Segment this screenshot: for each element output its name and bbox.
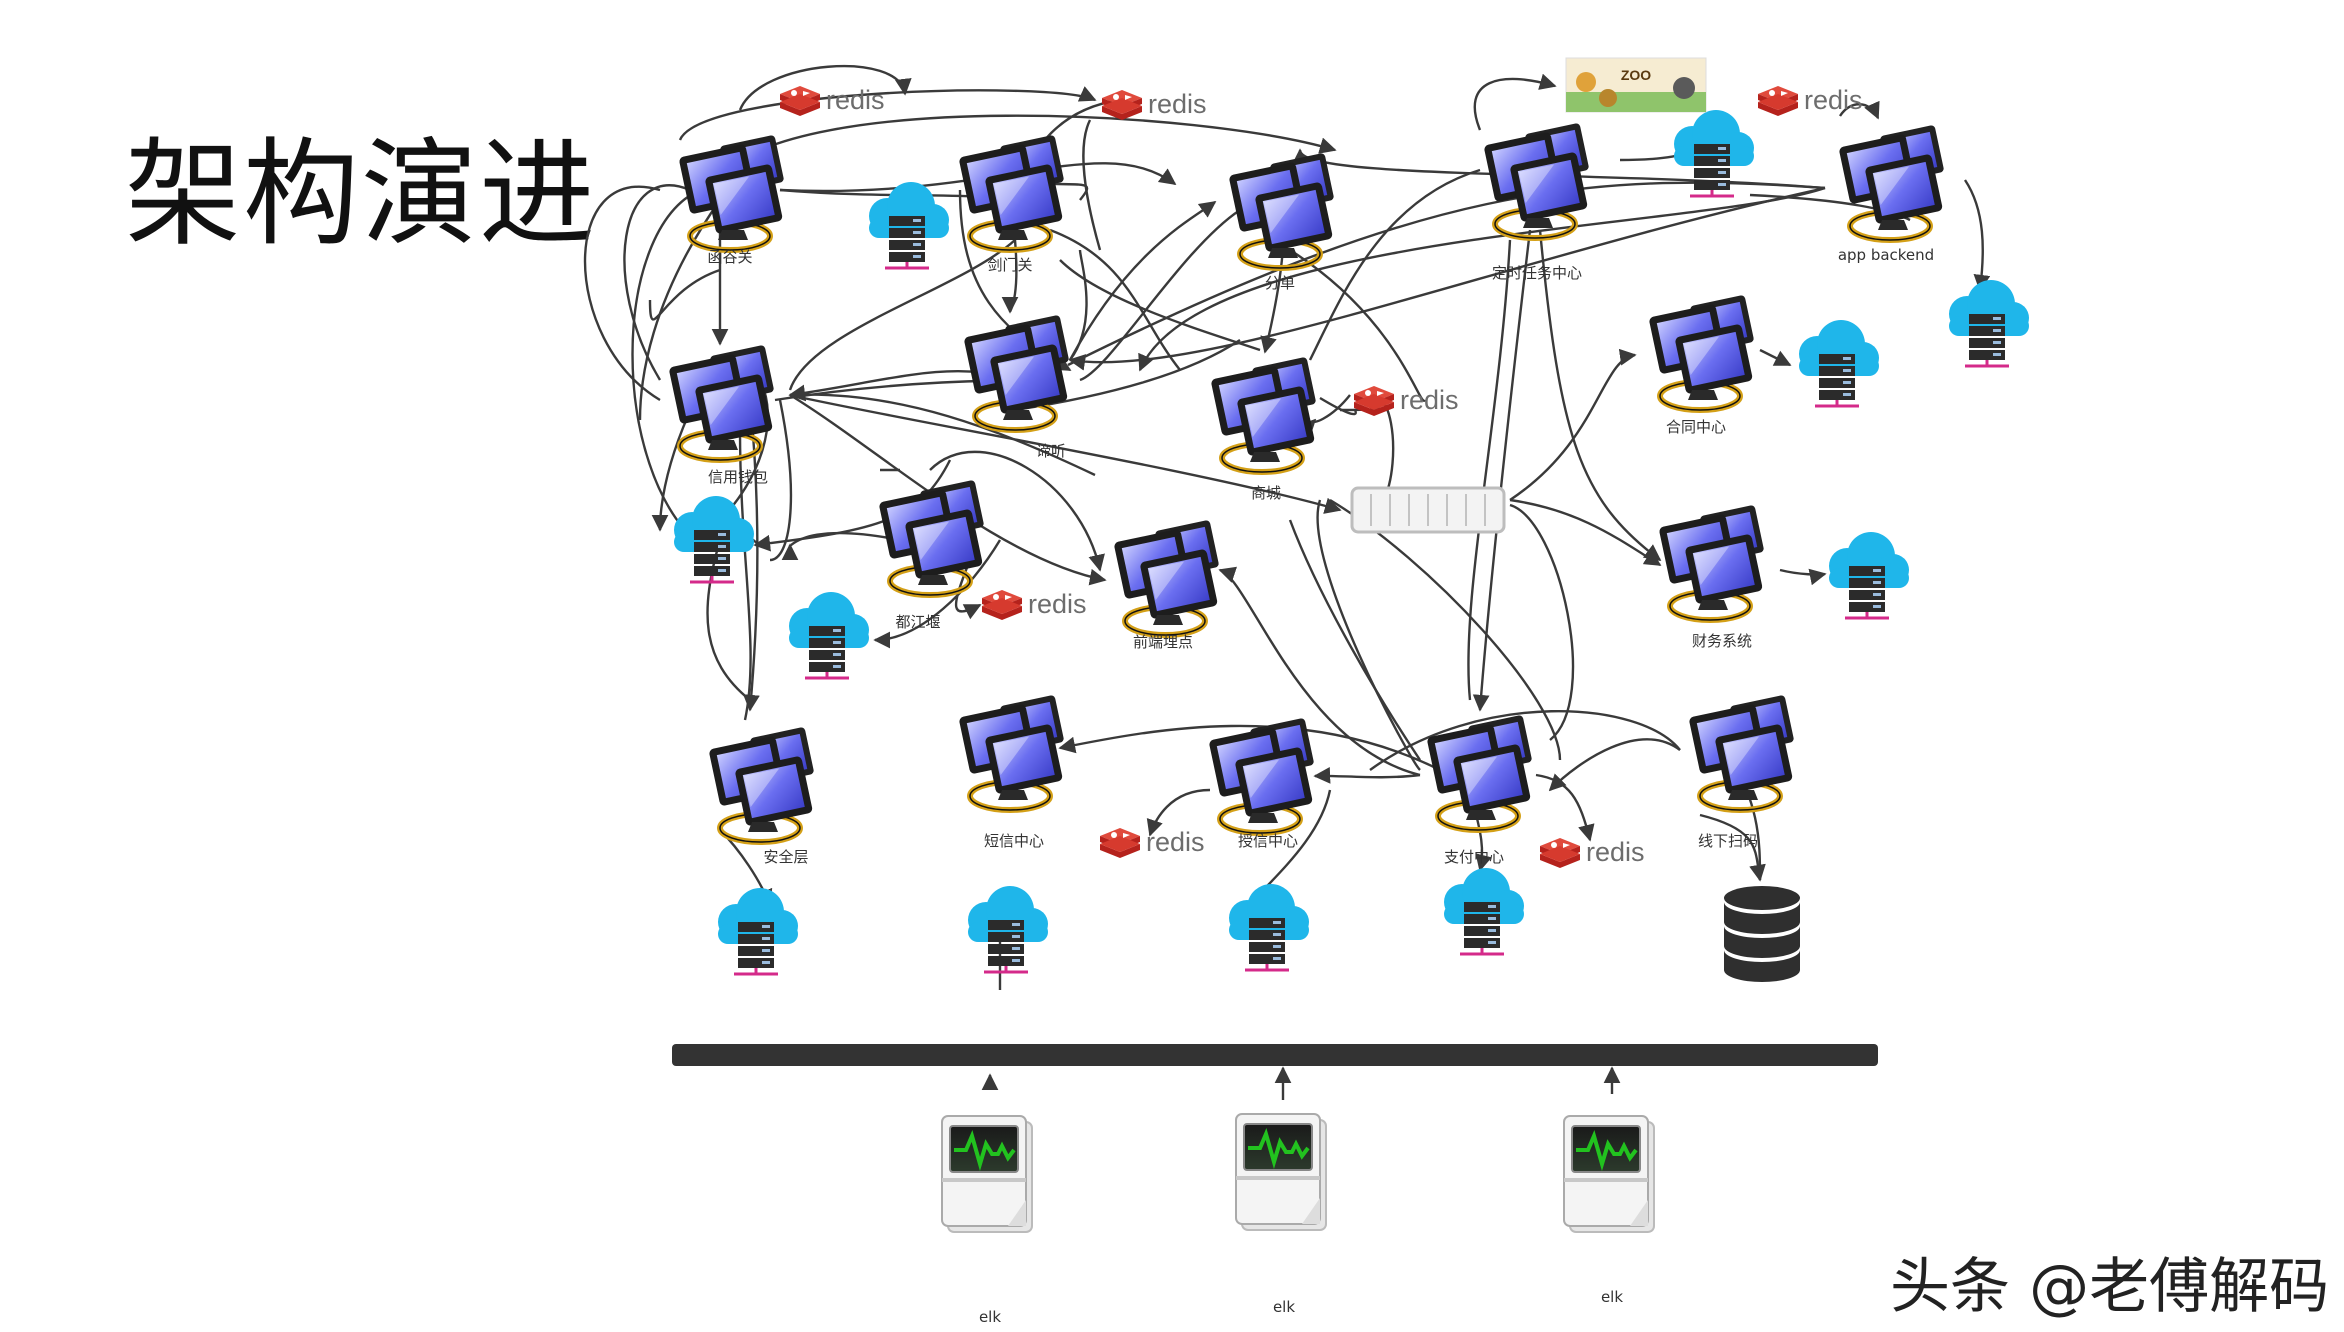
svg-text:安全层: 安全层 [763, 848, 808, 866]
node-fendan: 分单 [1229, 153, 1335, 292]
cloud-db-icon [716, 886, 800, 976]
zookeeper-logo: ZOO [1565, 57, 1707, 113]
svg-text:信用钱包: 信用钱包 [708, 468, 768, 486]
svg-text:剑门关: 剑门关 [987, 256, 1032, 274]
svg-text:redis: redis [1804, 85, 1863, 115]
svg-text:app backend: app backend [1838, 246, 1934, 264]
redis-icon: redis [1758, 85, 1863, 116]
svg-text:函谷关: 函谷关 [707, 248, 752, 266]
node-shangcheng: 商城 [1211, 357, 1317, 502]
cloud-db-icon [966, 884, 1050, 974]
svg-text:elk: elk [1273, 1298, 1295, 1316]
node-xianxia: 线下扫码 [1689, 695, 1795, 850]
cloud-db-icon [1227, 882, 1311, 972]
redis-instances: redis redis redis redis redis redis redi… [780, 85, 1863, 868]
cloud-db-icon [787, 590, 871, 680]
svg-text:redis: redis [1400, 385, 1459, 415]
node-jianmenguan: 剑门关 [959, 135, 1065, 274]
node-hanguguan: 函谷关 [679, 135, 785, 266]
redis-icon: redis [1354, 385, 1459, 416]
message-queue [1350, 486, 1506, 534]
database-icon [1724, 886, 1800, 982]
svg-text:elk: elk [979, 1308, 1001, 1326]
cloud-db-icon [1442, 866, 1526, 956]
elk-node: elk [940, 1114, 1034, 1326]
node-app-backend: app backend [1838, 125, 1945, 264]
elk-nodes: elk elk elk [940, 1112, 1656, 1326]
svg-text:线下扫码: 线下扫码 [1698, 832, 1758, 850]
log-bus-bar [672, 1044, 1878, 1066]
svg-text:定时任务中心: 定时任务中心 [1492, 264, 1582, 282]
svg-text:商城: 商城 [1251, 484, 1281, 502]
svg-text:ZOO: ZOO [1621, 67, 1651, 83]
server-nodes: 函谷关 剑门关 分单 定时任务中心 app backend 信用钱包 谛听 商城… [669, 123, 1945, 866]
slide-title: 架构演进 [125, 127, 597, 262]
node-xinyong: 信用钱包 [669, 345, 775, 486]
node-caiwu: 财务系统 [1659, 505, 1765, 650]
elk-node: elk [1562, 1114, 1656, 1306]
node-hetong: 合同中心 [1649, 295, 1755, 436]
svg-text:谛听: 谛听 [1036, 442, 1066, 460]
redis-icon: redis [1100, 827, 1205, 858]
redis-icon: redis [982, 589, 1087, 620]
node-zhifu: 支付中心 [1427, 715, 1533, 866]
node-anquan: 安全层 [709, 727, 815, 866]
watermark: 头条 @老傅解码 [1890, 1252, 2330, 1322]
redis-icon: redis [780, 85, 885, 116]
svg-text:都江堰: 都江堰 [895, 613, 940, 631]
svg-text:前端埋点: 前端埋点 [1133, 633, 1193, 651]
svg-text:短信中心: 短信中心 [984, 832, 1044, 850]
cloud-db-icon [1947, 278, 2031, 368]
elk-node: elk [1234, 1112, 1328, 1316]
cloud-db-icon [1797, 318, 1881, 408]
svg-text:redis: redis [1028, 589, 1087, 619]
node-duanxin: 短信中心 [959, 695, 1065, 850]
svg-text:合同中心: 合同中心 [1666, 418, 1726, 436]
svg-text:redis: redis [1586, 837, 1645, 867]
cloud-databases [672, 108, 2031, 976]
node-qianduan: 前端埋点 [1114, 520, 1220, 651]
node-dujiangyan: 都江堰 [879, 480, 985, 631]
svg-text:redis: redis [826, 85, 885, 115]
node-diting: 谛听 [964, 315, 1070, 460]
svg-text:redis: redis [1146, 827, 1205, 857]
redis-icon: redis [1540, 837, 1645, 868]
svg-text:elk: elk [1601, 1288, 1623, 1306]
redis-icon: redis [1102, 89, 1207, 120]
svg-text:财务系统: 财务系统 [1692, 632, 1752, 650]
svg-text:redis: redis [1148, 89, 1207, 119]
cloud-db-icon [1827, 530, 1911, 620]
svg-text:支付中心: 支付中心 [1444, 848, 1504, 866]
node-shouxin: 授信中心 [1209, 718, 1315, 850]
svg-text:授信中心: 授信中心 [1238, 832, 1298, 850]
node-dingshi: 定时任务中心 [1484, 123, 1590, 282]
svg-text:分单: 分单 [1265, 274, 1295, 292]
